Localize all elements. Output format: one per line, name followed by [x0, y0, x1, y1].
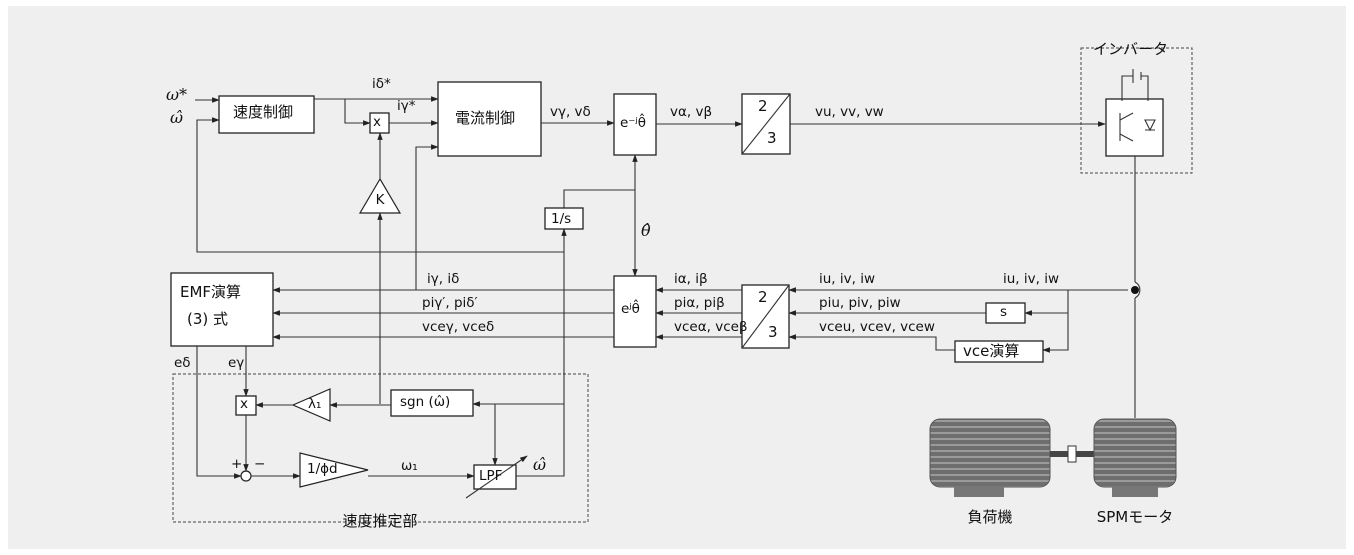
- summing-junction: [240, 470, 252, 482]
- omega-star-label: ω*: [166, 85, 188, 104]
- speed-control-label: 速度制御: [233, 103, 294, 121]
- park-transform-label: e⁻ʲθ̂: [620, 115, 647, 131]
- load-machine-icon: [929, 418, 1051, 497]
- sgn-label: sgn (ω̂): [400, 394, 451, 410]
- inv-park-label: eʲθ̂: [621, 301, 640, 317]
- e-gamma-label: eγ: [228, 355, 245, 371]
- v-uvw-label: vu, vv, vw: [815, 104, 884, 120]
- ratio-2-bottom-label: 2: [758, 288, 768, 306]
- gain-k-label: K: [375, 192, 385, 208]
- inverter-label: インバータ: [1093, 40, 1169, 58]
- theta-hat-label: θ̂: [641, 221, 651, 240]
- multiplier-x-label: x: [373, 114, 381, 130]
- pi-gamma-delta-label: piγ′, piδ′: [422, 295, 478, 311]
- lambda-label: λ₁: [308, 396, 322, 412]
- sum-plus-label: +: [231, 456, 243, 472]
- pi-uvw-label: piu, piv, piw: [819, 295, 901, 311]
- vce-uvw-label: vceu, vcev, vcew: [819, 319, 935, 335]
- integrator-label: 1/s: [551, 211, 572, 227]
- spm-motor-label: SPMモータ: [1096, 508, 1174, 526]
- current-control-label: 電流制御: [455, 109, 516, 127]
- i-gamma-ref-label: iγ*: [397, 98, 416, 114]
- inverse-flux-block: [299, 452, 369, 488]
- omega-1-label: ω₁: [401, 458, 418, 474]
- omega-hat-label: ω̂: [170, 108, 184, 127]
- lpf-label: LPF: [479, 468, 503, 484]
- vce-gamma-delta-label: vceγ, vceδ: [422, 319, 495, 335]
- v-gamma-delta-label: vγ, vδ: [550, 104, 591, 120]
- inverter-region: [1080, 47, 1193, 174]
- i-gamma-delta-label: iγ, iδ: [427, 271, 460, 287]
- pi-alpha-beta-label: piα, piβ: [674, 295, 725, 311]
- current-control-block: [437, 81, 542, 157]
- ratio-3-bottom-label: 3: [768, 323, 778, 341]
- v-alpha-beta-label: vα, vβ: [670, 104, 713, 120]
- spm-motor-icon: [1093, 418, 1177, 497]
- i-delta-ref-label: iδ*: [372, 76, 391, 92]
- vce-calc-label: vce演算: [963, 342, 1020, 360]
- emf-calc-label: EMF演算: [180, 283, 242, 301]
- omega-hat-out-label: ω̂: [533, 455, 547, 474]
- sum-minus-label: −: [254, 456, 266, 472]
- emf-equation-label: (3) 式: [187, 310, 229, 328]
- i-alpha-beta-label: iα, iβ: [674, 271, 708, 287]
- inverter-switch-box: [1105, 98, 1164, 157]
- i-uvw-left-label: iu, iv, iw: [819, 271, 876, 287]
- vce-alpha-beta-label: vceα, vceβ: [674, 319, 748, 335]
- inv-park-transform-block: [613, 275, 657, 348]
- multiplier-x-bottom-label: x: [240, 396, 248, 412]
- inverse-flux-label: 1/ϕd: [307, 461, 338, 477]
- ratio-2-top-label: 2: [758, 97, 768, 115]
- i-uvw-right-label: iu, iv, iw: [1003, 271, 1060, 287]
- ratio-3-top-label: 3: [767, 129, 777, 147]
- e-delta-label: eδ: [174, 355, 191, 371]
- speed-estimator-label: 速度推定部: [342, 512, 418, 530]
- sgn-block: [390, 389, 474, 417]
- derivative-s-label: s: [1000, 304, 1008, 320]
- emf-calc-block: [170, 272, 274, 347]
- park-transform-block: [613, 93, 657, 156]
- speed-control-block: [218, 95, 315, 134]
- lpf-diagonal: [465, 455, 528, 499]
- load-machine-label: 負荷機: [967, 508, 1013, 526]
